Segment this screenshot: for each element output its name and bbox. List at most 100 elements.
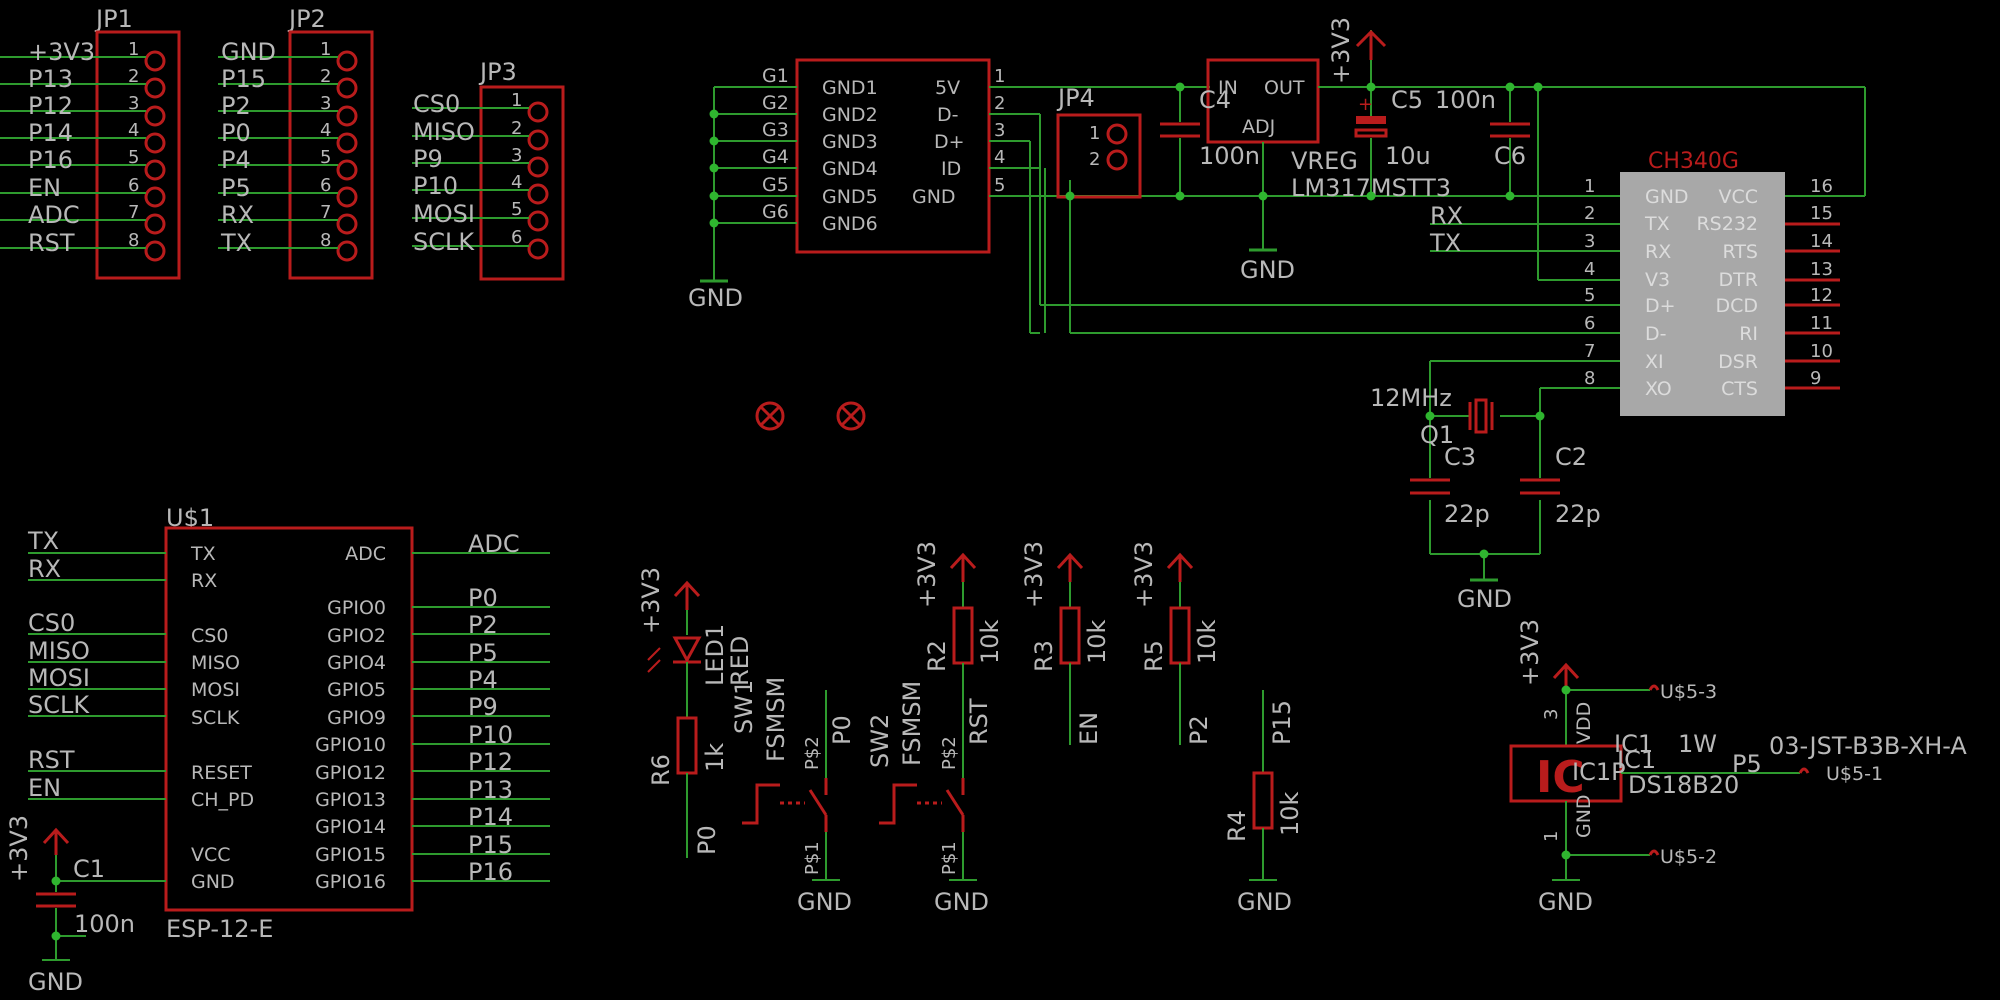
esp-left-pin: MOSI [191,679,240,701]
ch340-left-pin-number: 5 [1584,285,1595,306]
sensor-net: P5 [1732,750,1762,778]
jp3-body [479,85,565,281]
ch340-right-pin: DTR [1719,269,1758,291]
esp-left-net: RX [28,555,61,583]
esp-left-net: RST [28,746,75,774]
usb-right-pin-number: 4 [994,147,1005,168]
c6-value: 100n [1435,86,1496,114]
ch340-right-pin-number: 16 [1810,176,1833,197]
ch340-left-pin-number: 7 [1584,341,1595,362]
jp2-label: P15 [221,65,266,93]
usb-right-pin: D+ [934,131,965,153]
ch340-left-pin-number: 2 [1584,203,1595,224]
connector-pin-label: U$5-1 [1826,763,1883,785]
header-jp3: JP3 CS0 MISO P9 P10 MOSI SCLK 1 2 3 4 5 … [412,58,565,281]
c6-name: C6 [1494,142,1526,170]
esp-right-pin: GPIO9 [327,707,386,729]
jp4-pin-number: 2 [1089,149,1100,170]
esp-right-pin: GPIO16 [315,871,386,893]
usb-body [795,58,991,254]
jp1-label: P16 [28,146,73,174]
ch340-right-pin: VCC [1718,186,1758,208]
jp3-label: CS0 [413,90,460,118]
led-rail-label: +3V3 [637,567,665,634]
usb-left-pin: GND4 [822,158,878,180]
jp1-label: EN [28,174,61,202]
ch340g-chip: CH340G GND TX RX V3 D+ D- XI XO VCC RS23… [1429,149,1840,416]
esp-right-pin: GPIO5 [327,679,386,701]
jp2-label: P2 [221,92,251,120]
jp2-label: P4 [221,146,251,174]
ch340-left-pin: GND [1645,186,1689,208]
jp2-label: RX [221,201,254,229]
capacitor-c1: +3V3 C1 100n GND [5,815,135,996]
c3-name: C3 [1444,443,1476,471]
pullup-r2: +3V3 R2 10k [913,541,1004,690]
r5-value: 10k [1193,619,1221,664]
r3-value: 10k [1083,619,1111,664]
esp-left-net: TX [27,527,59,555]
vreg-rail-label: +3V3 [1327,17,1355,84]
jp3-pin-number: 4 [511,172,522,193]
r6-name: R6 [647,754,675,786]
sw1-net: P0 [828,715,856,745]
r4-name: R4 [1223,810,1251,842]
usb-shell-label: G2 [762,92,789,114]
esp-right-net: P5 [468,639,498,667]
crystal-gnd-label: GND [1457,585,1512,613]
jp1-pin-number: 2 [128,66,139,87]
sensor-power: 1W [1678,730,1717,758]
ch340-left-pin: RX [1645,241,1671,263]
c4-value: 100n [1199,142,1260,170]
r6-value: 1k [701,743,729,772]
r3-net: EN [1075,712,1103,745]
r5-net: P2 [1185,715,1213,745]
usb-shell-label: G4 [762,146,789,168]
esp-left-pin: TX [190,543,216,565]
ds18b20-sensor: IC +3V3 3 1 VDD GND IC1 1W IC1 IC1P DS18… [1509,619,1967,916]
esp-left-pin: VCC [191,844,231,866]
crystal-name: Q1 [1420,421,1454,449]
usb-shell-label: G3 [762,119,789,141]
mounting-hole-icon [836,401,866,431]
jp3-label: MOSI [413,200,475,228]
sw2-pin-1: P$1 [939,841,960,875]
ch340-body [1620,172,1785,416]
sensor-vdd-pin: VDD [1573,702,1595,744]
usb-left-pin: GND2 [822,104,878,126]
jp1-pin-number: 1 [128,39,139,60]
esp-right-pin: GPIO12 [315,762,386,784]
jp1-title: JP1 [94,5,133,33]
jp2-pin-number: 7 [320,202,331,223]
ch340-left-pin: TX [1644,213,1670,235]
sensor-gnd-pin: GND [1573,794,1595,838]
usb-right-pin: 5V [935,77,960,99]
esp-left-pin: GND [191,871,235,893]
r5-name: R5 [1140,640,1168,672]
jp2-label: GND [221,38,276,66]
usb-right-pin-number: 2 [994,93,1005,114]
esp-left-pin: RESET [191,762,252,784]
jp1-label: P14 [28,119,73,147]
jp3-pin-number: 1 [511,90,522,111]
pulldown-r4: P15 R4 10k GND [1223,690,1304,916]
switch-sw2: SW2 FSMSM P$2 P$1 RST GND [866,681,993,916]
ch340-left-pin: D+ [1645,295,1676,317]
ch340-right-pin: RTS [1723,241,1759,263]
r2-name: R2 [923,640,951,672]
led-name: LED1 [701,624,729,686]
pushbutton-icon [879,778,965,832]
esp-left-net: MISO [28,637,90,665]
usb-gnd-label: GND [688,284,743,312]
usb-shell-label: G1 [762,65,789,87]
usb-left-pin: GND5 [822,186,878,208]
r3-name: R3 [1030,640,1058,672]
esp-left-net: EN [28,774,61,802]
jp3-pin-number: 5 [511,199,522,220]
sw1-gnd-label: GND [797,888,852,916]
crystal-icon [1468,398,1494,434]
jp1-label: +3V3 [28,38,95,66]
led-circuit: +3V3 LED1 RED R6 1k P0 [637,567,754,858]
jp1-pin-number: 5 [128,147,139,168]
jp2-pin-number: 8 [320,230,331,251]
